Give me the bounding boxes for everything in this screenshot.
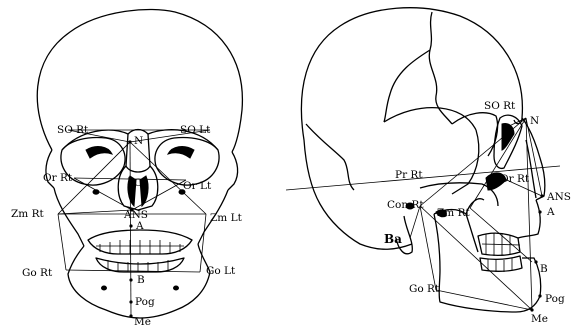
- lateral-label-me: Me: [531, 313, 548, 325]
- lateral-line-n-con: [420, 118, 526, 206]
- frontal-line-n-me: [130, 142, 131, 316]
- lateral-skull-view: [301, 8, 544, 312]
- lateral-lower-teeth-lines: [488, 258, 512, 272]
- frontal-right-orbit-fissure: [86, 147, 112, 158]
- frontal-point-or: [128, 176, 131, 179]
- lateral-label-go-rt: Go Rt: [409, 283, 440, 295]
- frontal-lower-teeth: [96, 258, 184, 272]
- lateral-point-me: [530, 308, 533, 311]
- frontal-label-zm-rt: Zm Rt: [11, 208, 44, 220]
- lateral-landmark-points: [530, 194, 543, 311]
- frontal-point-pog: [129, 300, 132, 303]
- lateral-label-ba: Ba: [384, 232, 402, 246]
- frontal-label-me: Me: [134, 316, 151, 328]
- frontal-line-or-rt-ans: [74, 178, 132, 210]
- lateral-cranium-outline: [301, 8, 522, 250]
- lateral-mandible: [434, 214, 541, 312]
- frontal-label-so-lt: SO Lt: [180, 124, 211, 136]
- lateral-label-n: N: [530, 115, 539, 127]
- lateral-point-pog: [538, 294, 541, 297]
- lateral-label-con-rt: Con Rt: [387, 199, 424, 211]
- lateral-label-ans: ANS: [546, 191, 571, 203]
- lateral-label-a: A: [546, 206, 555, 218]
- lateral-point-a: [538, 210, 541, 213]
- lateral-line-n-me: [526, 118, 532, 310]
- frontal-analysis-lines: [58, 130, 210, 316]
- frontal-line-zm-rt-ans: [58, 210, 132, 214]
- frontal-label-or-rt: Or Rt: [43, 172, 73, 184]
- lateral-squamosal-suture: [384, 108, 476, 130]
- frontal-label-pog: Pog: [135, 296, 155, 308]
- frontal-point-b: [129, 278, 132, 281]
- lateral-label-or-rt: Or Rt: [500, 173, 530, 185]
- frontal-label-go-rt: Go Rt: [22, 267, 53, 279]
- frontal-label-so-rt: SO Rt: [57, 124, 89, 136]
- lateral-temporal-region: [452, 130, 479, 194]
- frontal-label-go-lt: Go Lt: [206, 265, 236, 277]
- frontal-point-a: [129, 224, 132, 227]
- frontal-label-zm-lt: Zm Lt: [210, 212, 243, 224]
- lateral-label-zm-rt: Zm Rt: [437, 207, 470, 219]
- frontal-left-orbit: [155, 138, 219, 186]
- lateral-point-ans: [540, 194, 543, 197]
- frontal-point-n: [128, 140, 131, 143]
- frontal-point-me: [129, 314, 132, 317]
- lateral-line-n-zm: [470, 118, 526, 208]
- frontal-line-zm-rt-go-rt: [58, 214, 66, 270]
- frontal-left-mental-foramen: [174, 286, 179, 290]
- frontal-label-n: N: [134, 135, 143, 147]
- frontal-label-a: A: [135, 220, 144, 232]
- lateral-point-b: [534, 260, 537, 263]
- lateral-lambdoid-suture: [306, 124, 354, 190]
- frontal-right-temporal: [228, 152, 238, 190]
- lateral-label-so-rt: SO Rt: [484, 100, 516, 112]
- frontal-upper-teeth-lines: [96, 240, 184, 254]
- lateral-label-b: B: [540, 263, 548, 275]
- lateral-label-pog: Pog: [545, 293, 565, 305]
- frontal-label-b: B: [137, 274, 145, 286]
- lateral-nasal-profile: [522, 118, 545, 200]
- lateral-zygomatic-arch: [420, 183, 498, 206]
- frontal-label-or: Or: [134, 177, 149, 189]
- lateral-label-pr-rt: Pr Rt: [395, 169, 423, 181]
- frontal-label-or-lt: Or Lt: [183, 180, 212, 192]
- frontal-line-zm-lt-go-lt: [200, 214, 206, 272]
- frontal-left-orbit-fissure: [168, 147, 194, 158]
- lateral-line-go-me: [436, 290, 532, 310]
- lateral-lower-teeth: [480, 256, 522, 271]
- lateral-sphenoid-wing: [452, 113, 498, 156]
- frontal-right-mental-foramen: [102, 286, 107, 290]
